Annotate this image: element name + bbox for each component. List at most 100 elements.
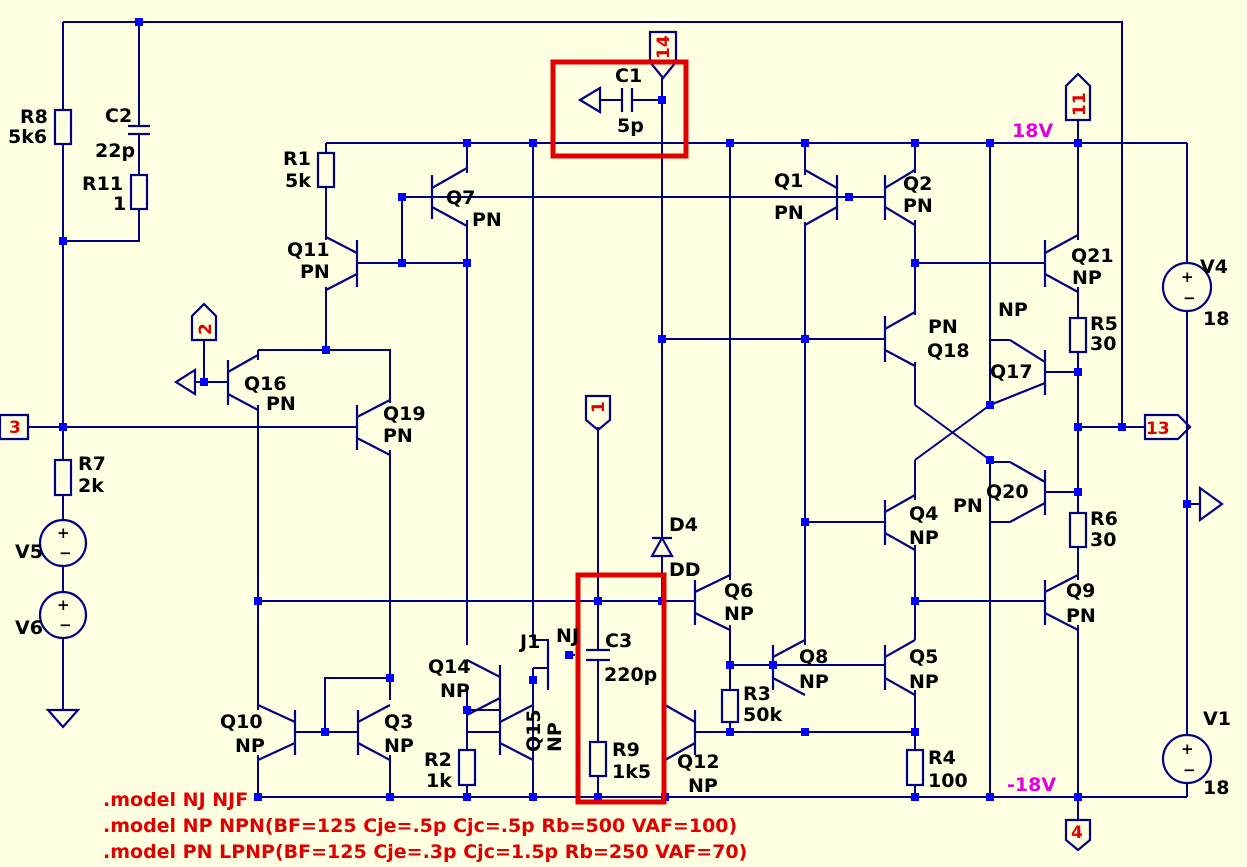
r8-name: R8 — [20, 106, 48, 128]
q6-name: Q6 — [724, 580, 753, 602]
q10-name: Q10 — [220, 711, 263, 733]
r11-name: R11 — [82, 173, 123, 195]
pin-3-box — [0, 413, 30, 441]
spice-line-1: .model NJ NJF — [103, 789, 248, 811]
q3-name: Q3 — [384, 711, 413, 733]
q16-model: PN — [266, 393, 296, 415]
j1-model: NJ — [556, 625, 579, 647]
q12-name: Q12 — [677, 751, 720, 773]
net-18v: 18V — [1012, 120, 1053, 142]
r4-value: 100 — [928, 770, 968, 792]
resistor-r1 — [316, 151, 336, 189]
q14-name: Q14 — [428, 656, 471, 678]
r9-value: 1k5 — [612, 761, 651, 783]
v4-value: 18 — [1203, 308, 1229, 330]
svg-text:−: − — [59, 544, 72, 562]
q8-name: Q8 — [799, 646, 828, 668]
q7-model: PN — [472, 209, 502, 231]
q4-name: Q4 — [909, 503, 938, 525]
polarity-marks: + − + − + − + − — [57, 268, 1196, 779]
highlight-c1 — [550, 59, 689, 159]
v1-value: 18 — [1203, 777, 1229, 799]
source-v4 — [1161, 261, 1213, 313]
q1-name: Q1 — [774, 170, 803, 192]
source-v1 — [1161, 733, 1213, 785]
d4-name: D4 — [669, 514, 698, 536]
q6-model: NP — [724, 603, 754, 625]
pin-2: 2 — [196, 323, 216, 335]
r6-value: 30 — [1090, 529, 1116, 551]
svg-text:−: − — [1183, 289, 1196, 307]
resistor-r4 — [905, 748, 925, 787]
q9-model: PN — [1066, 605, 1096, 627]
spice-line-2: .model NP NPN(BF=125 Cje=.5p Cjc=.5p Rb=… — [103, 815, 737, 837]
q21-model: NP — [1072, 267, 1102, 289]
q2-model: PN — [903, 195, 933, 217]
labels: R8 5k6 C2 22p R11 1 R1 5k Q7 PN Q11 PN C… — [8, 35, 1231, 863]
resistor-r11 — [129, 173, 149, 211]
pin-11-box — [1064, 72, 1092, 122]
q20-name: Q20 — [986, 481, 1029, 503]
r4-name: R4 — [928, 747, 956, 769]
q12-model: NP — [688, 775, 718, 797]
v6-name: V6 — [15, 617, 43, 639]
resistor-r6 — [1068, 511, 1088, 549]
q3-model: NP — [384, 735, 414, 757]
v4-name: V4 — [1200, 256, 1228, 278]
v5-name: V5 — [15, 541, 43, 563]
svg-text:+: + — [57, 524, 70, 542]
q5-model: NP — [909, 671, 939, 693]
ground-v6 — [45, 708, 81, 729]
r3-value: 50k — [743, 704, 782, 726]
r5-name: R5 — [1090, 313, 1118, 335]
c3-value: 220p — [604, 664, 657, 686]
q16-name: Q16 — [244, 373, 287, 395]
q19-name: Q19 — [383, 403, 426, 425]
ground-right — [1198, 485, 1224, 523]
resistor-r9 — [588, 740, 608, 778]
svg-text:−: − — [59, 616, 72, 634]
r5-value: 30 — [1090, 333, 1116, 355]
q11-model: PN — [300, 261, 330, 283]
diode-d4 — [650, 535, 674, 558]
q2-name: Q2 — [903, 173, 932, 195]
q10-model: NP — [235, 735, 265, 757]
r11-value: 1 — [113, 193, 126, 215]
highlight-c3-r9 — [575, 572, 667, 805]
resistor-r8 — [53, 108, 73, 146]
c1-name: C1 — [615, 65, 642, 87]
spice-line-3: .model PN LPNP(BF=125 Cje=.3p Cjc=1.5p R… — [103, 841, 747, 863]
r9-name: R9 — [612, 739, 640, 761]
r8-value: 5k6 — [8, 126, 47, 148]
svg-text:+: + — [1181, 268, 1194, 286]
c2-value: 22p — [95, 140, 135, 162]
q15-model: NP — [544, 722, 566, 752]
r7-value: 2k — [78, 475, 104, 497]
q11-name: Q11 — [287, 239, 330, 261]
c2-name: C2 — [105, 105, 132, 127]
svg-text:+: + — [1181, 740, 1194, 758]
resistor-r5 — [1068, 316, 1088, 354]
r2-value: 1k — [426, 770, 452, 792]
r7-name: R7 — [78, 453, 106, 475]
q15-name: Q15 — [523, 709, 545, 752]
source-v6 — [38, 590, 88, 640]
q18-name: Q18 — [927, 340, 970, 362]
resistor-r3 — [720, 688, 740, 724]
resistor-r2 — [457, 748, 477, 787]
pin-4-box — [1064, 818, 1092, 852]
passives — [38, 88, 1213, 787]
r6-name: R6 — [1090, 508, 1118, 530]
pin-4: 4 — [1071, 823, 1083, 843]
c3-name: C3 — [605, 630, 632, 652]
pin-13: 13 — [1146, 419, 1170, 439]
junctions — [59, 18, 1191, 801]
q1-model: PN — [774, 202, 804, 224]
c1-value: 5p — [617, 115, 644, 137]
pin-13-box — [1143, 413, 1192, 441]
q8-model: NP — [799, 671, 829, 693]
net-neg18v: -18V — [1007, 774, 1056, 796]
r1-name: R1 — [283, 148, 311, 170]
q4-model: NP — [909, 527, 939, 549]
